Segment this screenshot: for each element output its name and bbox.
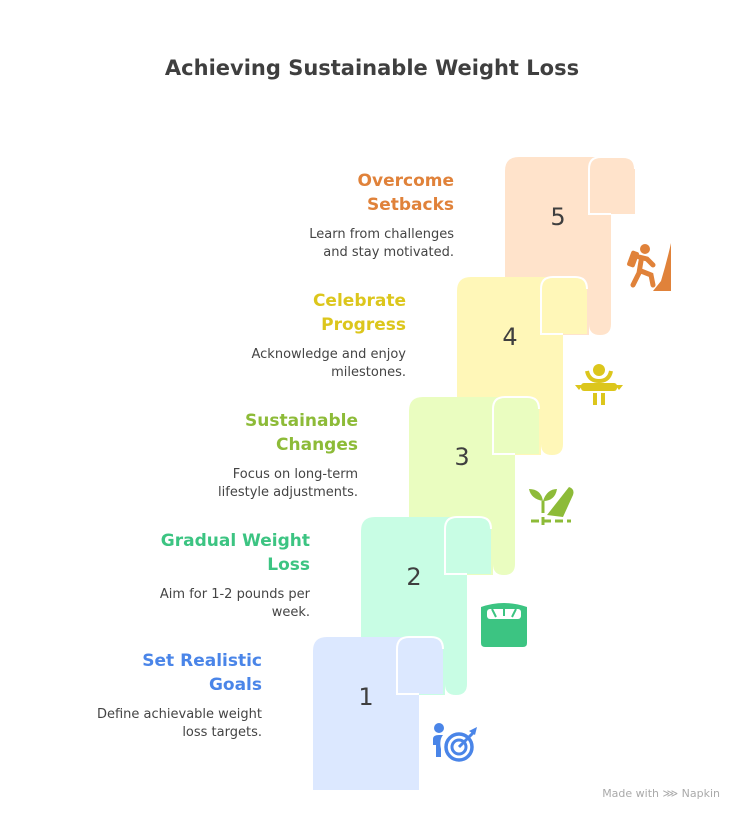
plant-hand-icon	[529, 487, 574, 525]
scroll-curl	[396, 636, 444, 695]
step-title: Loss	[267, 555, 310, 575]
step-title: Setbacks	[366, 195, 454, 215]
scroll-curl	[540, 276, 588, 335]
scroll-curl	[492, 396, 540, 455]
step-description: loss targets.	[182, 725, 262, 740]
celebration-icon	[575, 364, 623, 405]
step-title: Overcome	[357, 171, 454, 191]
step-title: Sustainable	[245, 411, 358, 431]
step-description: Acknowledge and enjoy	[251, 347, 407, 362]
step-title: Celebrate	[312, 291, 406, 311]
step-1: 1	[313, 636, 477, 790]
scale-icon	[481, 603, 527, 647]
step-title: Set Realistic	[142, 651, 262, 671]
napkin-watermark: Made with ⋙ Napkin	[602, 787, 720, 800]
person-target-icon	[433, 723, 477, 762]
step-title: Gradual Weight	[160, 531, 310, 551]
step-number: 3	[454, 443, 469, 471]
step-description: Learn from challenges	[309, 227, 454, 242]
step-number: 4	[502, 323, 517, 351]
scroll-curl	[444, 516, 492, 575]
step-title: Progress	[321, 315, 406, 335]
step-description: lifestyle adjustments.	[218, 485, 358, 500]
step-description: Aim for 1-2 pounds per	[159, 587, 310, 602]
scroll-curl	[588, 156, 636, 215]
scroll-shape	[313, 637, 443, 790]
page-title: Achieving Sustainable Weight Loss	[164, 56, 580, 80]
step-number: 1	[358, 683, 373, 711]
step-number: 2	[406, 563, 421, 591]
step-title: Goals	[208, 675, 262, 695]
step-description: milestones.	[331, 365, 406, 380]
climber-icon	[627, 243, 671, 291]
step-title: Changes	[276, 435, 358, 455]
step-description: Define achievable weight	[96, 707, 262, 722]
step-description: week.	[271, 605, 310, 620]
step-description: Focus on long-term	[232, 467, 358, 482]
step-description: and stay motivated.	[323, 245, 454, 260]
step-number: 5	[550, 203, 565, 231]
